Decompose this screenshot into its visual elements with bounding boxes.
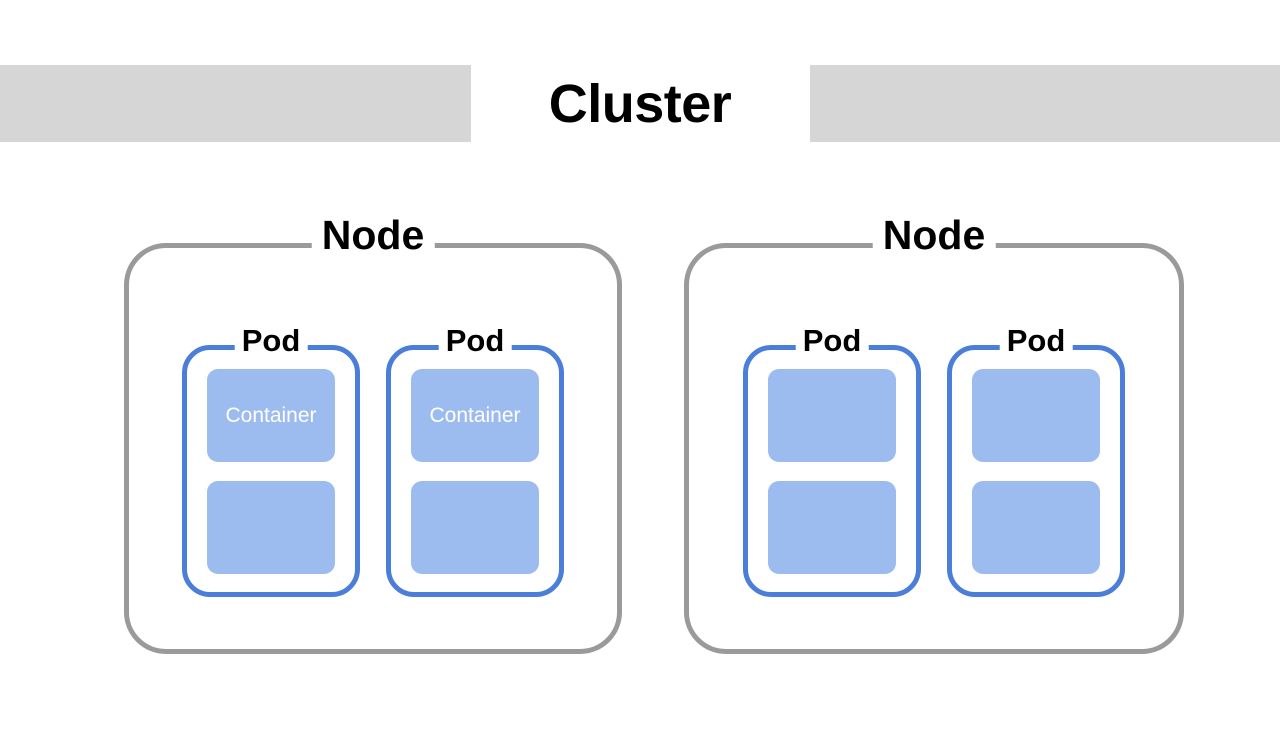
pod-1-0[interactable]: Pod (743, 325, 921, 597)
container-0-0-0[interactable]: Container (207, 368, 335, 462)
container-1-1-1[interactable] (972, 480, 1100, 574)
container-1-0-0[interactable] (768, 368, 896, 462)
pod-label-0-0: Pod (234, 325, 308, 356)
pod-label-0-1: Pod (438, 325, 512, 356)
container-0-1-0[interactable]: Container (411, 368, 539, 462)
container-0-0-1[interactable] (207, 480, 335, 574)
pod-0-0[interactable]: Pod Container (182, 325, 360, 597)
pod-0-1[interactable]: Pod Container (386, 325, 564, 597)
container-1-0-1[interactable] (768, 480, 896, 574)
cluster-title: Cluster (470, 65, 810, 142)
node-label-1: Node (872, 215, 996, 256)
cluster-band-right (809, 65, 1280, 142)
container-1-1-0[interactable] (972, 368, 1100, 462)
pod-label-1-0: Pod (795, 325, 869, 356)
node-label-0: Node (311, 215, 435, 256)
cluster-header-band: Cluster (0, 65, 1280, 142)
node-group-1[interactable]: Node Pod Pod (684, 215, 1184, 654)
pod-row-0: Pod Container Pod Container (129, 248, 617, 649)
cluster-band-left (0, 65, 471, 142)
pod-label-1-1: Pod (999, 325, 1073, 356)
pod-row-1: Pod Pod (689, 248, 1179, 649)
node-group-0[interactable]: Node Pod Container Pod Container (124, 215, 622, 654)
container-0-1-1[interactable] (411, 480, 539, 574)
pod-1-1[interactable]: Pod (947, 325, 1125, 597)
